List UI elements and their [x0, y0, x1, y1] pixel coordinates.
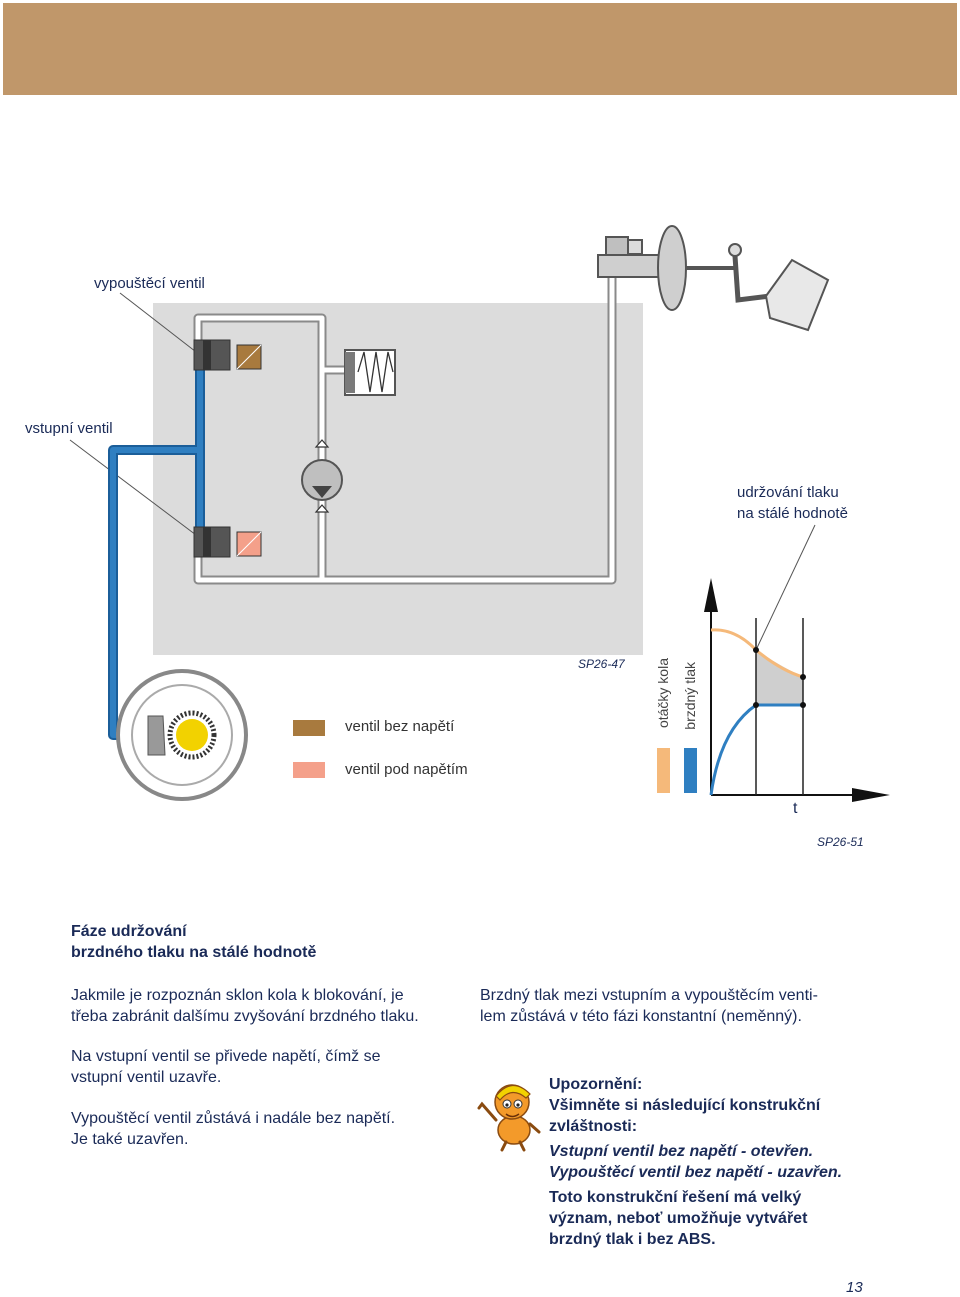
return-pump [301, 439, 343, 513]
para3-line-1: Vypouštěcí ventil zůstává i nadále bez n… [71, 1110, 396, 1127]
legend-label-powered: ventil pod napětím [345, 761, 468, 778]
note-italic-2: Vypouštěcí ventil bez napětí - uzavřen. [549, 1164, 843, 1181]
right-paragraph: Brzdný tlak mezi vstupním a vypouštěcím … [480, 985, 818, 1027]
axis-label-t: t [793, 800, 798, 817]
diagram-background [153, 303, 643, 655]
legend-label-unpowered: ventil bez napětí [345, 718, 455, 735]
legend-bar-wheel [657, 748, 670, 793]
inlet-leader-line [69, 439, 201, 539]
annotation-leader [755, 524, 816, 651]
note-line-5: brzdný tlak i bez ABS. [549, 1231, 716, 1248]
para2-line-2: vstupní ventil uzavře. [71, 1069, 222, 1086]
page-number: 13 [846, 1279, 863, 1296]
legend-swatch-powered [293, 762, 325, 778]
para1-line-1: Jakmile je rozpoznán sklon kola k blokov… [71, 987, 404, 1004]
figure-code-1: SP26-47 [578, 657, 626, 671]
paragraph-2: Na vstupní ventil se přivede napětí, čím… [71, 1046, 380, 1088]
legend-swatch-unpowered [293, 720, 325, 736]
pipes-fill [195, 265, 615, 583]
pressure-graph [657, 524, 890, 802]
mascot-icon [477, 1084, 541, 1152]
right-line-2: lem zůstává v této fázi konstantní (nemě… [480, 1008, 802, 1025]
header-banner [3, 3, 957, 95]
label-inlet-valve: vstupní ventil [25, 420, 113, 437]
series-label-wheel-speed: otáčky kola [655, 658, 671, 729]
outlet-leader-line [119, 292, 201, 356]
hydraulic-diagram: SP26-47 [69, 225, 890, 802]
heading-line-2: brzdného tlaku na stálé hodnotě [71, 944, 317, 961]
outlet-valve [193, 339, 262, 371]
wheel-brake [116, 669, 248, 801]
graph-annotation: udržování tlaku na stálé hodnotě [737, 482, 848, 524]
heading-line-1: Fáze udržování [71, 923, 187, 940]
label-outlet-valve: vypouštěcí ventil [94, 275, 205, 292]
brake-pressure-curve [709, 703, 803, 796]
para2-line-1: Na vstupní ventil se přivede napětí, čím… [71, 1048, 381, 1065]
annotation-line-1: udržování tlaku [737, 484, 839, 501]
figure-code-2: SP26-51 [817, 835, 864, 849]
note-line-3: Toto konstrukční řešení má velký [549, 1189, 802, 1206]
para1-line-2: třeba zabránit dalšímu zvyšování brzdnéh… [71, 1008, 419, 1025]
note-line-1: Všimněte si následující konstrukční [549, 1097, 821, 1114]
accumulator [344, 349, 396, 396]
note-line-4: význam, neboť umožňuje vytvářet [549, 1210, 808, 1227]
para3-line-2: Je také uzavřen. [71, 1131, 189, 1148]
inlet-valve [193, 526, 262, 558]
annotation-line-2: na stálé hodnotě [737, 505, 848, 522]
note-line-2: zvláštnosti: [549, 1118, 638, 1135]
section-heading: Fáze udržování brzdného tlaku na stálé h… [71, 921, 316, 963]
driver-foot [764, 258, 830, 332]
paragraph-3: Vypouštěcí ventil zůstává i nadále bez n… [71, 1108, 395, 1150]
legend-bar-pressure [684, 748, 697, 793]
hold-area [756, 650, 803, 705]
note-title: Upozornění: [549, 1076, 643, 1093]
note-block: Upozornění: Všimněte si následující kons… [549, 1074, 842, 1250]
right-line-1: Brzdný tlak mezi vstupním a vypouštěcím … [480, 987, 818, 1004]
series-label-brake-pressure: brzdný tlak [682, 662, 698, 730]
paragraph-1: Jakmile je rozpoznán sklon kola k blokov… [71, 985, 419, 1027]
master-cylinder [597, 225, 771, 311]
note-italic-1: Vstupní ventil bez napětí - otevřen. [549, 1143, 814, 1160]
